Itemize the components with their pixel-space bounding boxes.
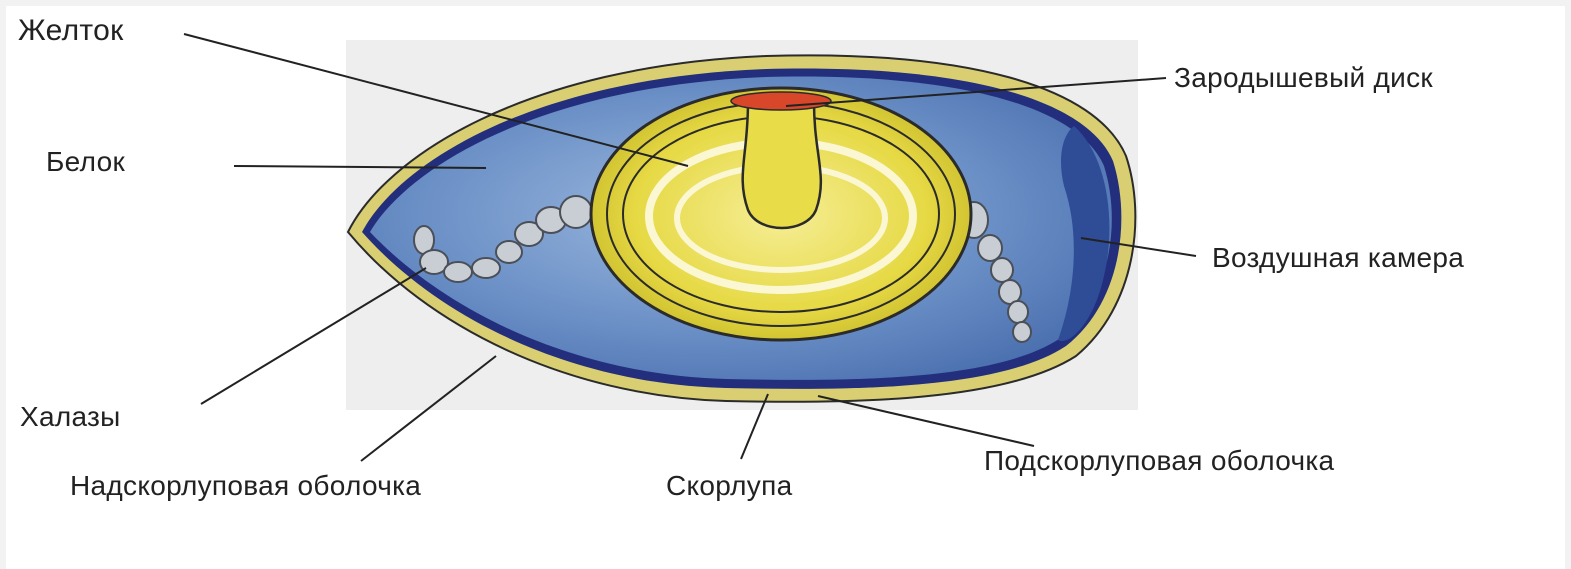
label-chalazae: Халазы xyxy=(20,403,121,431)
label-germinal-disc: Зародышевый диск xyxy=(1174,64,1433,92)
diagram-canvas: Желток Белок Халазы Надскорлуповая оболо… xyxy=(6,6,1565,569)
label-yolk: Желток xyxy=(18,16,124,46)
label-outer-membrane: Надскорлуповая оболочка xyxy=(70,472,421,500)
label-inner-membrane: Подскорлуповая оболочка xyxy=(984,447,1334,475)
yolk xyxy=(591,88,971,340)
label-air-cell: Воздушная камера xyxy=(1212,244,1464,272)
label-white: Белок xyxy=(46,148,125,176)
germinal-disc xyxy=(731,92,831,110)
label-shell: Скорлупа xyxy=(666,472,792,500)
